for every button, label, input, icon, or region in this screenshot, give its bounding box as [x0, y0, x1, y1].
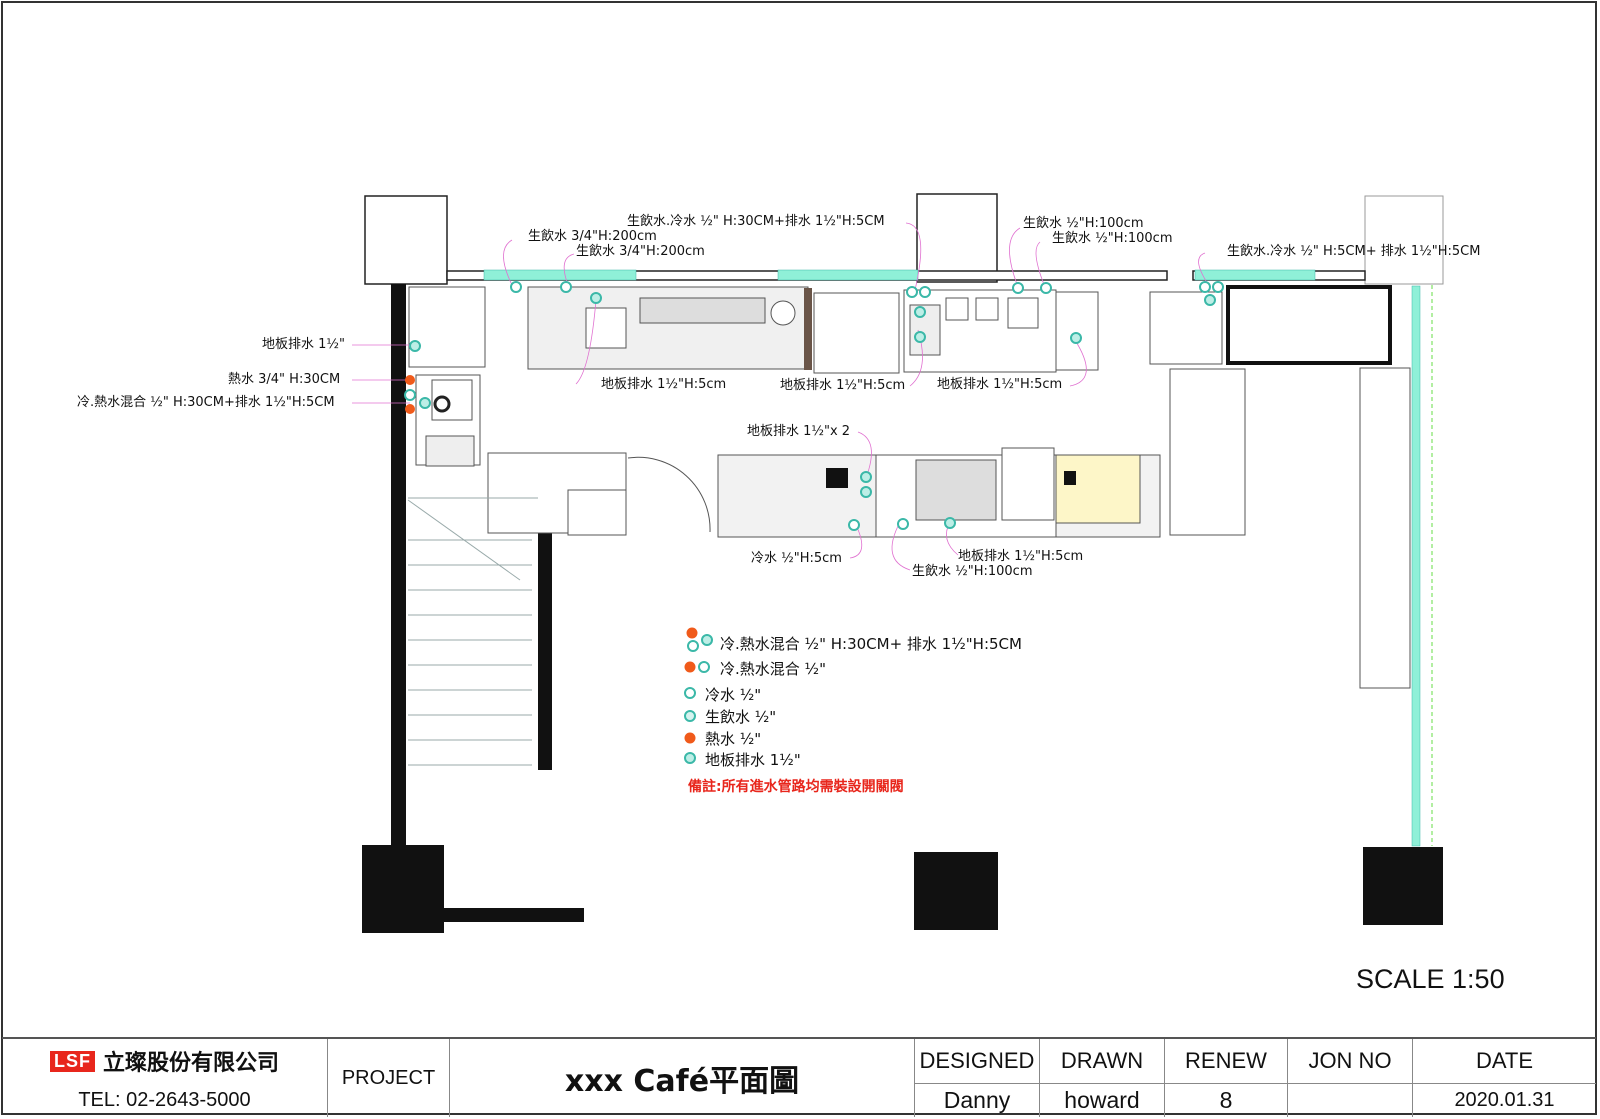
- wall-bottom-left: [444, 908, 584, 922]
- cold-water-icon: [687, 640, 699, 652]
- label-floor-drain-3: 地板排水 1½"H:5cm: [937, 377, 1063, 392]
- label-drink-34-b: 生飲水 3/4"H:200cm: [576, 244, 705, 259]
- cold-water-icon: [560, 281, 572, 293]
- cold-water-icon: [698, 661, 710, 673]
- label-floor-drain-1: 地板排水 1½"H:5cm: [601, 377, 727, 392]
- cold-water-icon: [1012, 282, 1024, 294]
- legend-hot: 熱水 ½": [705, 730, 762, 748]
- column-top-left: [364, 195, 448, 285]
- cold-water-icon: [919, 286, 931, 298]
- floor-drain-icon: [684, 752, 696, 764]
- project-label: PROJECT: [327, 1039, 449, 1117]
- divider: [804, 288, 812, 370]
- cold-water-icon: [684, 687, 696, 699]
- header-designed: DESIGNED: [914, 1039, 1039, 1083]
- cold-water-icon: [897, 518, 909, 530]
- floor-drain-icon: [914, 331, 926, 343]
- label-drink-100: 生飲水 ½"H:100cm: [912, 564, 1033, 579]
- hot-water-icon: [684, 732, 696, 744]
- cold-water-icon: [404, 389, 416, 401]
- legend-floor-drain: 地板排水 1½": [705, 751, 801, 769]
- label-drink-cold-drain: 生飲水.冷水 ½" H:30CM+排水 1½"H:5CM: [627, 214, 885, 229]
- company-logo-block: LSF 立璨股份有限公司: [2, 1039, 327, 1083]
- machine: [1064, 471, 1076, 485]
- floor-drain-icon: [860, 486, 872, 498]
- back-counter-equipment: [408, 286, 1411, 689]
- floor-drain-icon: [701, 634, 713, 646]
- wall-left: [391, 284, 406, 846]
- label-left-mix: 冷.熱水混合 ½" H:30CM+排水 1½"H:5CM: [77, 395, 335, 410]
- label-floor-drain-2: 地板排水 1½"H:5cm: [780, 378, 906, 393]
- cold-water-icon: [1040, 282, 1052, 294]
- cold-water-icon: [510, 281, 522, 293]
- floor-drain-icon: [1204, 294, 1216, 306]
- header-date: DATE: [1412, 1039, 1596, 1083]
- legend-mix: 冷.熱水混合 ½": [720, 660, 826, 678]
- date-value: 2020.01.31: [1412, 1083, 1596, 1117]
- project-title: xxx Café平面圖: [449, 1039, 914, 1117]
- label-floor-drain-4: 地板排水 1½"H:5cm: [958, 549, 1084, 564]
- pipe-fixtures: [404, 281, 1224, 531]
- drawn-value: howard: [1039, 1083, 1164, 1117]
- legend-cold: 冷水 ½": [705, 686, 762, 704]
- legend-symbols: [684, 627, 713, 764]
- renew-value: 8: [1164, 1083, 1287, 1117]
- jon-no-value: [1287, 1083, 1412, 1117]
- drinking-water-icon: [684, 710, 696, 722]
- title-block: LSF 立璨股份有限公司 TEL: 02-2643-5000 PROJECT x…: [2, 1037, 1596, 1117]
- column-bottom-right: [1363, 847, 1443, 925]
- floor-drain-icon: [419, 397, 431, 409]
- header-drawn: DRAWN: [1039, 1039, 1164, 1083]
- label-floor-drain-x2: 地板排水 1½"x 2: [747, 424, 851, 439]
- floor-drain-icon: [914, 306, 926, 318]
- column-top-right: [1364, 195, 1444, 285]
- company-logo: LSF: [49, 1050, 95, 1072]
- cold-water-icon: [848, 519, 860, 531]
- label-left-hot: 熱水 3/4" H:30CM: [228, 372, 341, 387]
- label-top-right: 生飲水.冷水 ½" H:5CM+ 排水 1½"H:5CM: [1227, 244, 1481, 259]
- label-drink-half-b: 生飲水 ½"H:100cm: [1052, 231, 1173, 246]
- hot-water-icon: [405, 404, 415, 414]
- door-swing: [627, 456, 711, 533]
- display-fridge: [1226, 285, 1392, 365]
- cold-water-icon: [1212, 281, 1224, 293]
- front-counter: [487, 447, 1161, 538]
- label-drink-34-a: 生飲水 3/4"H:200cm: [528, 229, 657, 244]
- scale-label: SCALE 1:50: [1356, 964, 1505, 994]
- legend-note: 備註:所有進水管路均需裝設開關閥: [688, 779, 904, 795]
- label-left-floor-drain: 地板排水 1½": [262, 337, 345, 352]
- legend-drinking: 生飲水 ½": [705, 708, 777, 726]
- hot-water-icon: [405, 375, 415, 385]
- column-top-mid: [916, 193, 998, 283]
- cold-water-icon: [1199, 281, 1211, 293]
- sink-drain: [433, 395, 451, 413]
- header-renew: RENEW: [1164, 1039, 1287, 1083]
- floor-drain-icon: [409, 340, 421, 352]
- designed-value: Danny: [914, 1083, 1039, 1117]
- floor-drain-icon: [944, 517, 956, 529]
- floor-drain-icon: [1070, 332, 1082, 344]
- floor-drain-icon: [860, 471, 872, 483]
- column-bottom-left: [362, 845, 444, 933]
- company-tel: TEL: 02-2643-5000: [78, 1088, 251, 1111]
- cold-water-icon: [906, 286, 918, 298]
- floor-drain-icon: [590, 292, 602, 304]
- hot-water-icon: [684, 661, 696, 673]
- hot-water-icon: [686, 627, 698, 639]
- induction-cooker: [826, 468, 848, 488]
- header-jon-no: JON NO: [1287, 1039, 1412, 1083]
- label-cold-5: 冷水 ½"H:5cm: [751, 551, 842, 566]
- wall-stair: [538, 490, 552, 770]
- water-pipes: [483, 269, 1421, 847]
- column-bottom-mid: [914, 852, 998, 930]
- legend-mix-drain: 冷.熱水混合 ½" H:30CM+ 排水 1½"H:5CM: [720, 635, 1022, 653]
- stairs: [407, 497, 538, 766]
- label-drink-half-a: 生飲水 ½"H:100cm: [1023, 216, 1144, 231]
- leader-lines: [352, 222, 1211, 571]
- company-name: 立璨股份有限公司: [102, 1051, 279, 1076]
- title-block-divider: [914, 1083, 1596, 1084]
